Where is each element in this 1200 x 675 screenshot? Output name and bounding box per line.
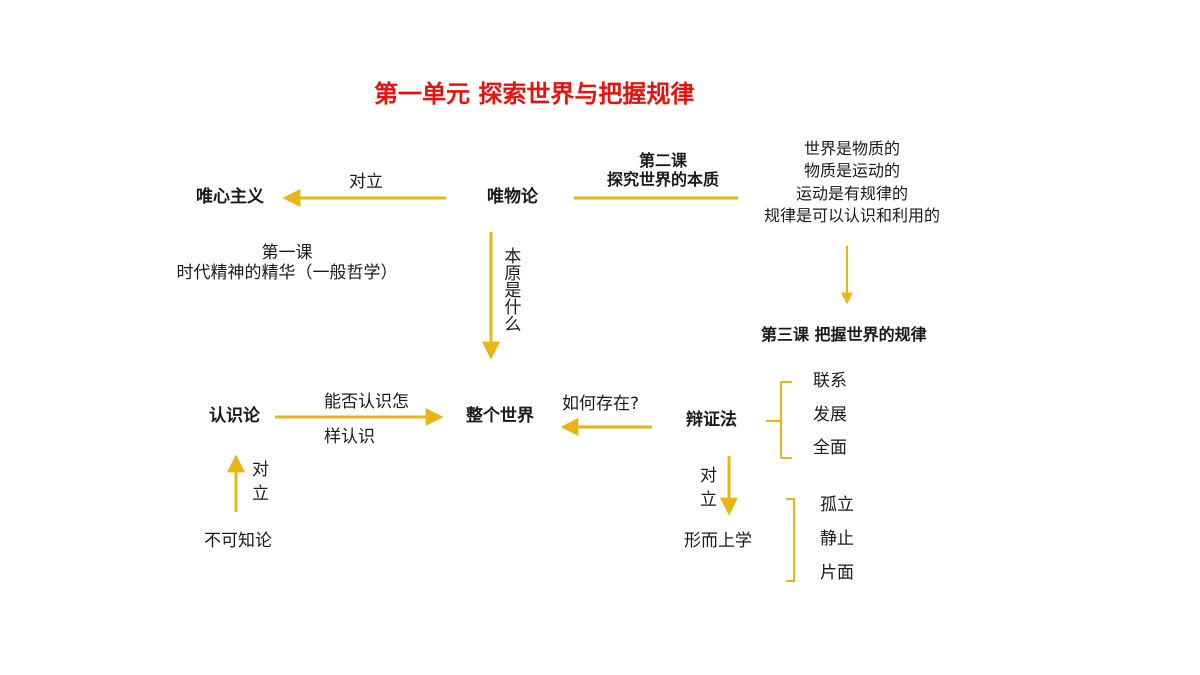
node-whole-world: 整个世界 xyxy=(466,406,534,426)
world-fact: 运动是有规律的 xyxy=(795,183,908,203)
label-how-exist: 如何存在? xyxy=(562,394,640,414)
metaphysics-feature: 孤立 xyxy=(820,495,854,515)
node-dialectics: 辩证法 xyxy=(686,410,737,430)
dialectics-feature: 发展 xyxy=(813,405,847,425)
node-idealism: 唯心主义 xyxy=(196,187,264,207)
world-fact: 世界是物质的 xyxy=(803,139,900,158)
node-agnosticism: 不可知论 xyxy=(204,531,272,551)
label-opposite-right-2: 立 xyxy=(700,490,717,510)
label-opposite-top: 对立 xyxy=(349,172,383,192)
node-epistemology: 认识论 xyxy=(209,406,260,426)
node-metaphysics: 形而上学 xyxy=(684,531,752,551)
label-opposite-left-1: 对 xyxy=(252,460,269,480)
lesson2-heading: 第二课 探究世界的本质 xyxy=(594,151,732,189)
node-materialism: 唯物论 xyxy=(487,187,538,207)
world-facts-list: 世界是物质的 物质是运动的 运动是有规律的 规律是可以认识和利用的 xyxy=(744,138,960,228)
label-opposite-left-2: 立 xyxy=(252,484,269,504)
world-fact: 规律是可以认识和利用的 xyxy=(763,206,940,226)
lesson1-line1: 第一课 xyxy=(261,243,313,263)
lesson1-line2: 时代精神的精华（一般哲学） xyxy=(176,263,398,284)
dialectics-feature: 全面 xyxy=(813,438,847,458)
lesson2-line1: 第二课 xyxy=(638,151,687,170)
lesson3-heading: 第三课 把握世界的规律 xyxy=(761,325,927,344)
metaphysics-feature: 片面 xyxy=(820,563,854,583)
lesson1-heading: 第一课 时代精神的精华（一般哲学） xyxy=(162,243,412,284)
label-opposite-right-1: 对 xyxy=(700,466,717,486)
page-title: 第一单元 探索世界与把握规律 xyxy=(374,80,695,108)
bracket-metaphysics xyxy=(786,498,795,582)
dialectics-feature: 联系 xyxy=(813,371,847,391)
label-can-know-2: 样认识 xyxy=(324,427,375,447)
label-can-know-1: 能否认识怎 xyxy=(324,392,409,412)
bracket-dialectics xyxy=(766,381,792,459)
world-fact: 物质是运动的 xyxy=(803,161,900,181)
label-origin-what: 本原是什么 xyxy=(500,247,521,332)
lesson2-line2: 探究世界的本质 xyxy=(606,170,719,190)
metaphysics-feature: 静止 xyxy=(820,529,854,549)
